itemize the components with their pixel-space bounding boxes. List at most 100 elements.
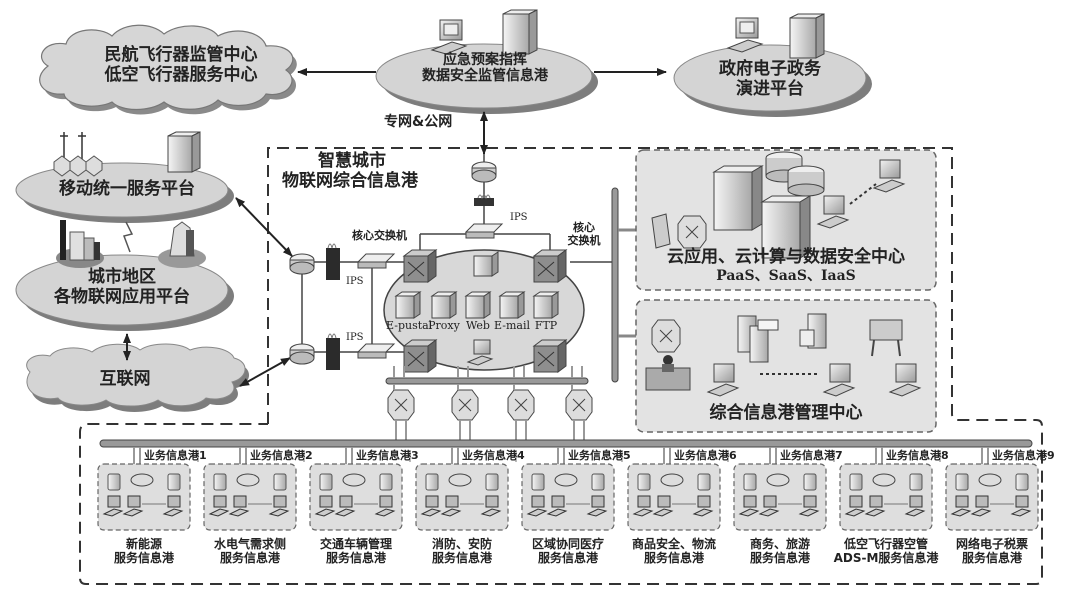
- pc-icon: [102, 495, 124, 517]
- rack-server-icon: [712, 165, 764, 231]
- server-icon: [485, 473, 499, 491]
- pc-icon: [122, 495, 144, 517]
- right-bus: [611, 187, 619, 383]
- service-hub-tag: 业务信息港4: [462, 449, 525, 462]
- service-hub-name: 水电气需求侧服务信息港: [190, 537, 310, 566]
- pc-icon: [480, 495, 502, 517]
- pc-icon: [950, 495, 972, 517]
- distribution-bus: [385, 377, 589, 385]
- core-region-boundary: [79, 147, 1043, 585]
- ips-label-top: IPS: [510, 212, 528, 223]
- pc-icon: [652, 495, 674, 517]
- core-title: 智慧城市 物联网综合信息港: [282, 151, 432, 191]
- service-hub-tag: 业务信息港2: [250, 449, 313, 462]
- pc-icon: [374, 495, 396, 517]
- server-icon: [167, 473, 181, 491]
- core-switch-label: 核心交换机: [352, 229, 407, 242]
- pc-icon: [706, 363, 740, 397]
- operator-desk-icon: [645, 355, 691, 391]
- service-hub-name-line: 商品安全、物流: [631, 537, 716, 551]
- core-switch-icon: [532, 249, 568, 283]
- pc-icon: [440, 495, 462, 517]
- firewall-icon: [474, 194, 494, 206]
- server-label-proxy: Proxy: [428, 319, 460, 332]
- city-platform-line1: 城市地区: [88, 267, 156, 287]
- cloud-center-line2: PaaS、SaaS、IaaS: [716, 267, 856, 284]
- pc-icon: [162, 495, 184, 517]
- pc-icon: [692, 495, 714, 517]
- pc-icon: [1010, 495, 1032, 517]
- server-icon: [849, 473, 863, 491]
- service-hub-name-line: 低空飞行器空管: [843, 537, 928, 551]
- server-icon: [425, 473, 439, 491]
- ips-switch-icon: [356, 343, 396, 359]
- plotter-icon: [869, 319, 903, 357]
- database-icon: [765, 151, 803, 183]
- city-platform-ellipse: [15, 254, 234, 331]
- service-hub-name: 消防、安防服务信息港: [402, 537, 522, 566]
- pc-icon: [904, 495, 926, 517]
- service-hub-name-line: 服务信息港: [219, 550, 280, 565]
- server-icon: [591, 473, 605, 491]
- pc-icon: [526, 495, 548, 517]
- service-hub-name-line: 水电气需求侧: [213, 537, 286, 551]
- pc-icon: [888, 363, 922, 397]
- cloud-center-line1: 云应用、云计算与数据安全中心: [667, 247, 905, 267]
- switch-icon: [872, 473, 896, 487]
- service-hub-box: [733, 463, 827, 531]
- server-icon: [213, 473, 227, 491]
- service-hub-tag: 业务信息港1: [144, 449, 207, 462]
- server-label-epustal: E-pustal: [386, 319, 433, 332]
- core-switch-icon: [532, 339, 568, 373]
- service-hub-name-line: 服务信息港: [961, 550, 1022, 565]
- service-hub-name: 交通车辆管理服务信息港: [296, 537, 416, 566]
- pc-icon: [586, 495, 608, 517]
- server-icon: [502, 9, 538, 55]
- pc-icon: [816, 195, 850, 229]
- server-icon: [379, 473, 393, 491]
- server-icon: [498, 291, 526, 319]
- server-icon: [737, 315, 779, 363]
- pc-icon: [228, 495, 250, 517]
- service-hub-box: [415, 463, 509, 531]
- server-icon: [464, 291, 492, 319]
- switch-icon: [978, 473, 1002, 487]
- switch-icon: [554, 473, 578, 487]
- server-label-email: E-mail: [494, 319, 530, 332]
- router-icon: [289, 343, 315, 365]
- switch-icon: [236, 473, 260, 487]
- ips-label-upper: IPS: [346, 276, 364, 287]
- pc-icon: [864, 495, 886, 517]
- pc-icon: [798, 495, 820, 517]
- pc-icon: [420, 495, 442, 517]
- firewall-icon: [326, 243, 340, 280]
- server-icon: [531, 473, 545, 491]
- gov-platform-line2: 演进平台: [736, 78, 804, 99]
- service-hub-name-line: 交通车辆管理: [319, 537, 392, 551]
- core-switches: [402, 249, 568, 373]
- service-hub-box: [97, 463, 191, 531]
- switch-icon: [130, 473, 154, 487]
- server-icon: [473, 251, 499, 277]
- ips-switch-icon: [464, 223, 504, 239]
- firewall-icon: [651, 213, 671, 249]
- internet-cloud: [26, 343, 250, 412]
- service-hub-name: 区域协同医疗服务信息港: [508, 537, 628, 566]
- server-icon: [167, 131, 201, 173]
- service-hub-name-line: 服务信息港: [643, 550, 704, 565]
- pc-icon: [970, 495, 992, 517]
- core-servers: [394, 291, 560, 319]
- service-hub-name-line: 服务信息港: [325, 550, 386, 565]
- server-icon: [1015, 473, 1029, 491]
- aviation-center-cloud: [39, 24, 297, 115]
- switch-icon: [766, 473, 790, 487]
- service-hub-name-line: 服务信息港: [113, 550, 174, 565]
- service-hub-name-line: 服务信息港: [749, 550, 810, 565]
- core-switch-label-right: 核心 交换机: [564, 221, 604, 247]
- server-icon: [319, 473, 333, 491]
- mobile-platform-label: 移动统一服务平台: [59, 179, 195, 199]
- server-icon: [789, 13, 825, 59]
- switch-icon: [660, 473, 684, 487]
